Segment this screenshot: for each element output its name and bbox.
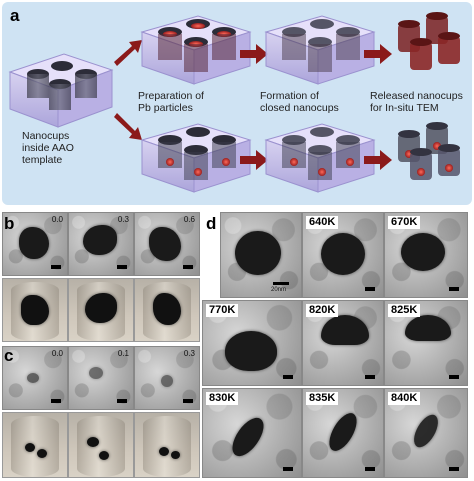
time-label: 0.0	[51, 349, 63, 358]
caption-preparation: Preparation of Pb particles	[138, 90, 204, 114]
tem-frame: 0.1	[68, 346, 134, 410]
time-label: 0.3	[183, 349, 195, 358]
scale-bar	[183, 265, 193, 269]
released-nanocups-top	[398, 12, 460, 70]
scale-bar	[449, 375, 459, 379]
panel-b-label: b	[4, 214, 15, 233]
panel-b: 0.0 0.3 0.6	[2, 212, 200, 342]
cup-render	[2, 412, 68, 478]
temperature-label: 830K	[206, 392, 239, 405]
scale-bar	[283, 467, 293, 471]
tem-frame: 670K	[384, 212, 468, 298]
temperature-label: 840K	[388, 392, 421, 405]
tem-frame: 20nm	[220, 212, 302, 298]
time-label: 0.0	[51, 215, 63, 224]
scale-bar	[51, 265, 61, 269]
time-label: 0.6	[183, 215, 195, 224]
cup-render	[134, 278, 200, 342]
tem-frame: 820K	[302, 300, 384, 386]
scale-bar	[117, 399, 127, 403]
temperature-label: 770K	[206, 304, 239, 317]
template-block-initial	[8, 53, 114, 128]
arrow-right-icon	[240, 44, 268, 64]
tem-frame: 840K	[384, 388, 468, 478]
arrow-right-icon	[364, 44, 392, 64]
temperature-label: 825K	[388, 304, 421, 317]
tem-frame: 770K	[202, 300, 302, 386]
tem-frame: 835K	[302, 388, 384, 478]
arrow-up-icon	[114, 40, 142, 66]
panel-d-label: d	[206, 214, 217, 233]
cup-render	[2, 278, 68, 342]
panel-d: 20nm 640K 670K 770K 820K 825K 830K 835K	[202, 212, 472, 478]
tem-frame: 825K	[384, 300, 468, 386]
tem-frame: 0.3	[68, 212, 134, 276]
template-block-closed-top	[264, 15, 376, 85]
tem-frame: 0.0	[2, 212, 68, 276]
arrow-right-icon	[240, 150, 268, 170]
time-label: 0.3	[117, 215, 129, 224]
scale-bar	[365, 375, 375, 379]
temperature-label: 820K	[306, 304, 339, 317]
scale-bar	[365, 287, 375, 291]
arrow-right-icon	[364, 150, 392, 170]
scale-bar	[365, 467, 375, 471]
panel-c: 0.0 0.1 0.3	[2, 346, 200, 478]
scale-bar	[117, 265, 127, 269]
tem-frame: 830K	[202, 388, 302, 478]
scale-label: 20nm	[271, 287, 287, 293]
scale-bar	[449, 467, 459, 471]
caption-nanocups: Nanocups inside AAO template	[22, 130, 74, 166]
panel-a-label: a	[10, 6, 20, 25]
panel-a: a	[2, 2, 472, 205]
caption-released: Released nanocups for In-situ TEM	[370, 90, 463, 114]
cup-render	[68, 278, 134, 342]
template-block-pb-top	[140, 15, 252, 85]
cup-render	[134, 412, 200, 478]
caption-formation: Formation of closed nanocups	[260, 90, 339, 114]
temperature-label: 670K	[388, 216, 421, 229]
tem-frame: 0.3	[134, 346, 200, 410]
panel-c-label: c	[4, 346, 14, 365]
scale-bar	[273, 282, 289, 285]
tem-frame: 640K	[302, 212, 384, 298]
scale-bar	[51, 399, 61, 403]
fabrication-schematic	[8, 12, 460, 193]
scale-bar	[283, 375, 293, 379]
tem-frame: 0.0	[2, 346, 68, 410]
arrow-down-icon	[114, 113, 142, 140]
tem-frame: 0.6	[134, 212, 200, 276]
temperature-label: 835K	[306, 392, 339, 405]
released-nanocups-bottom	[398, 122, 460, 180]
temperature-label: 640K	[306, 216, 339, 229]
time-label: 0.1	[117, 349, 129, 358]
scale-bar	[449, 287, 459, 291]
cup-render	[68, 412, 134, 478]
template-block-closed-bottom	[264, 123, 376, 193]
template-block-pb-bottom	[140, 123, 252, 193]
scale-bar	[183, 399, 193, 403]
